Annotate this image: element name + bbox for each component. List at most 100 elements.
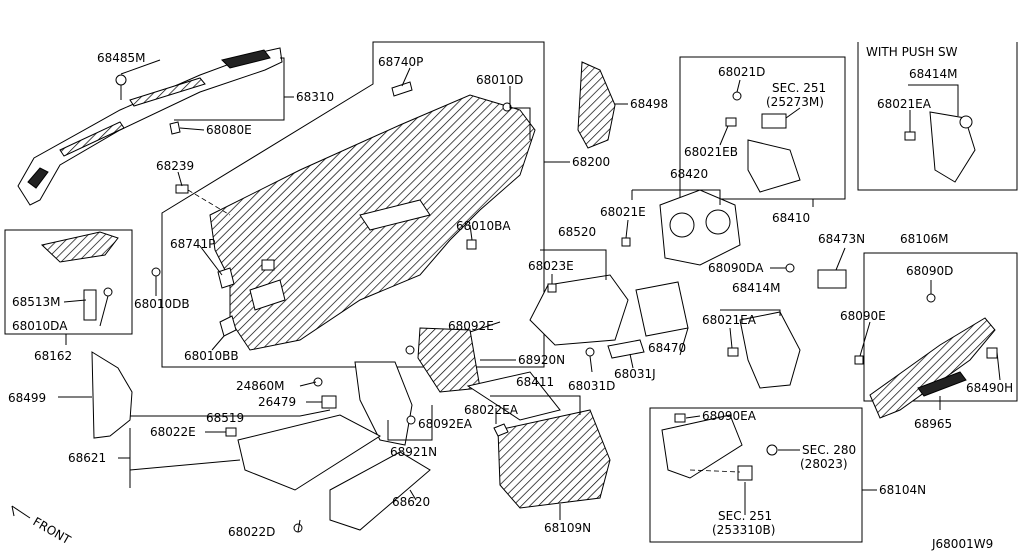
dash-panel-assembly <box>175 81 536 351</box>
cover-68921n <box>354 361 413 446</box>
lower-cover-68109n <box>497 409 611 509</box>
leader-68741p <box>199 245 223 276</box>
label-68090d: 68090D <box>906 264 953 278</box>
label-68920n: 68920N <box>518 353 565 367</box>
label-68239: 68239 <box>156 159 194 173</box>
clip-68090e <box>854 355 864 365</box>
label-68090ea: 68090EA <box>702 409 757 423</box>
bracket-68239 <box>175 184 189 194</box>
clip-68023e <box>547 283 557 293</box>
label-68519: 68519 <box>206 411 244 425</box>
clip-68021ea-push <box>904 131 916 141</box>
label-sec251-console: SEC. 251 <box>718 509 772 523</box>
label-68473n: 68473N <box>818 232 865 246</box>
label-68162: 68162 <box>34 349 72 363</box>
screw-68010bb <box>219 315 237 337</box>
glove-box-68620 <box>329 451 431 531</box>
screw-68010ba <box>466 239 477 250</box>
label-68092e: 68092E <box>448 319 494 333</box>
side-defrost-grille <box>27 167 49 189</box>
clip-68741p <box>217 267 235 289</box>
leader-68239 <box>177 171 183 187</box>
misc-parts <box>40 61 998 533</box>
label-68021ea-push: 68021EA <box>877 97 932 111</box>
label-68023e: 68023E <box>528 259 574 273</box>
label-68740p: 68740P <box>378 55 423 69</box>
label-24860m: 24860M <box>236 379 285 393</box>
bracket-68411 <box>490 395 581 415</box>
label-68021ea: 68021EA <box>702 313 757 327</box>
bracket-68520 <box>540 249 607 280</box>
meter-ring-right <box>705 209 731 235</box>
leader-68740p <box>401 67 411 87</box>
leader-68092e <box>469 321 501 333</box>
label-68104n: 68104N <box>879 483 926 497</box>
frames <box>4 41 1018 543</box>
leader-68519 <box>130 409 331 417</box>
leader-68010ba <box>469 224 473 241</box>
cover-68920n <box>417 327 481 393</box>
clip-68022e <box>225 427 237 437</box>
defrost-vent-left <box>129 77 206 107</box>
label-68022e: 68022E <box>150 425 196 439</box>
label-68965: 68965 <box>914 417 952 431</box>
leader-68620 <box>409 489 417 501</box>
clip-68092e <box>405 345 415 355</box>
glove-lid-68621 <box>237 414 381 491</box>
label-68022d: 68022D <box>228 525 275 539</box>
clip-68021e <box>621 237 631 247</box>
leader-68022d <box>297 519 301 533</box>
label-68010ba: 68010BA <box>456 219 511 233</box>
panel-clip <box>261 259 275 271</box>
center-vent-opening <box>359 199 431 231</box>
label-sec251-ref: (25273M) <box>766 95 824 109</box>
leader-68090ea <box>685 415 701 419</box>
label-68620: 68620 <box>392 495 430 509</box>
bracket-68162 <box>40 231 119 263</box>
speaker-grille <box>221 49 271 69</box>
clip-68022ea <box>493 423 509 437</box>
label-68200: 68200 <box>572 155 610 169</box>
leader-sec251 <box>785 107 801 119</box>
clip-68490h <box>986 347 998 359</box>
leader-68470 <box>679 327 689 356</box>
label-68010bb: 68010BB <box>184 349 239 363</box>
leader-68010bb <box>211 335 225 351</box>
label-68499: 68499 <box>8 391 46 405</box>
bracket-68513m <box>83 289 97 321</box>
label-68109n: 68109N <box>544 521 591 535</box>
part-labels: WITH PUSH SW J68001W9 68485M 68310 68080… <box>8 45 1013 551</box>
label-68520: 68520 <box>558 225 596 239</box>
dash-console <box>689 469 741 473</box>
leader-68021d <box>736 79 741 93</box>
front-arrow-shaft <box>11 505 31 519</box>
label-68021eb: 68021EB <box>684 145 738 159</box>
leader-68010da <box>99 295 109 327</box>
damper-26479 <box>321 395 337 409</box>
label-68485m: 68485M <box>97 51 146 65</box>
clip-68090ea <box>674 413 686 423</box>
leader-68031d <box>589 355 593 373</box>
cluster-68520 <box>529 274 629 346</box>
label-68010db: 68010DB <box>134 297 190 311</box>
label-68921n: 68921N <box>390 445 437 459</box>
label-68031j: 68031J <box>614 367 656 381</box>
leader-68473n <box>835 247 846 271</box>
bracket-68414m <box>720 309 781 316</box>
meter-ring-left <box>669 212 695 238</box>
label-26479: 26479 <box>258 395 296 409</box>
clip-68092ea <box>406 415 416 425</box>
label-68090da: 68090DA <box>708 261 764 275</box>
clip-68021d <box>732 91 742 101</box>
vent-grille-68740p <box>391 81 413 97</box>
leader-68021ea <box>729 327 733 349</box>
push-sw-header: WITH PUSH SW <box>866 45 958 59</box>
leader-68090e <box>859 321 871 357</box>
connector-sec280 <box>766 444 778 456</box>
label-sec280: SEC. 280 <box>802 443 856 457</box>
label-68490h: 68490H <box>966 381 1013 395</box>
label-68021e: 68021E <box>600 205 646 219</box>
leader-68010d <box>509 86 531 140</box>
switch-sec251 <box>761 113 787 129</box>
